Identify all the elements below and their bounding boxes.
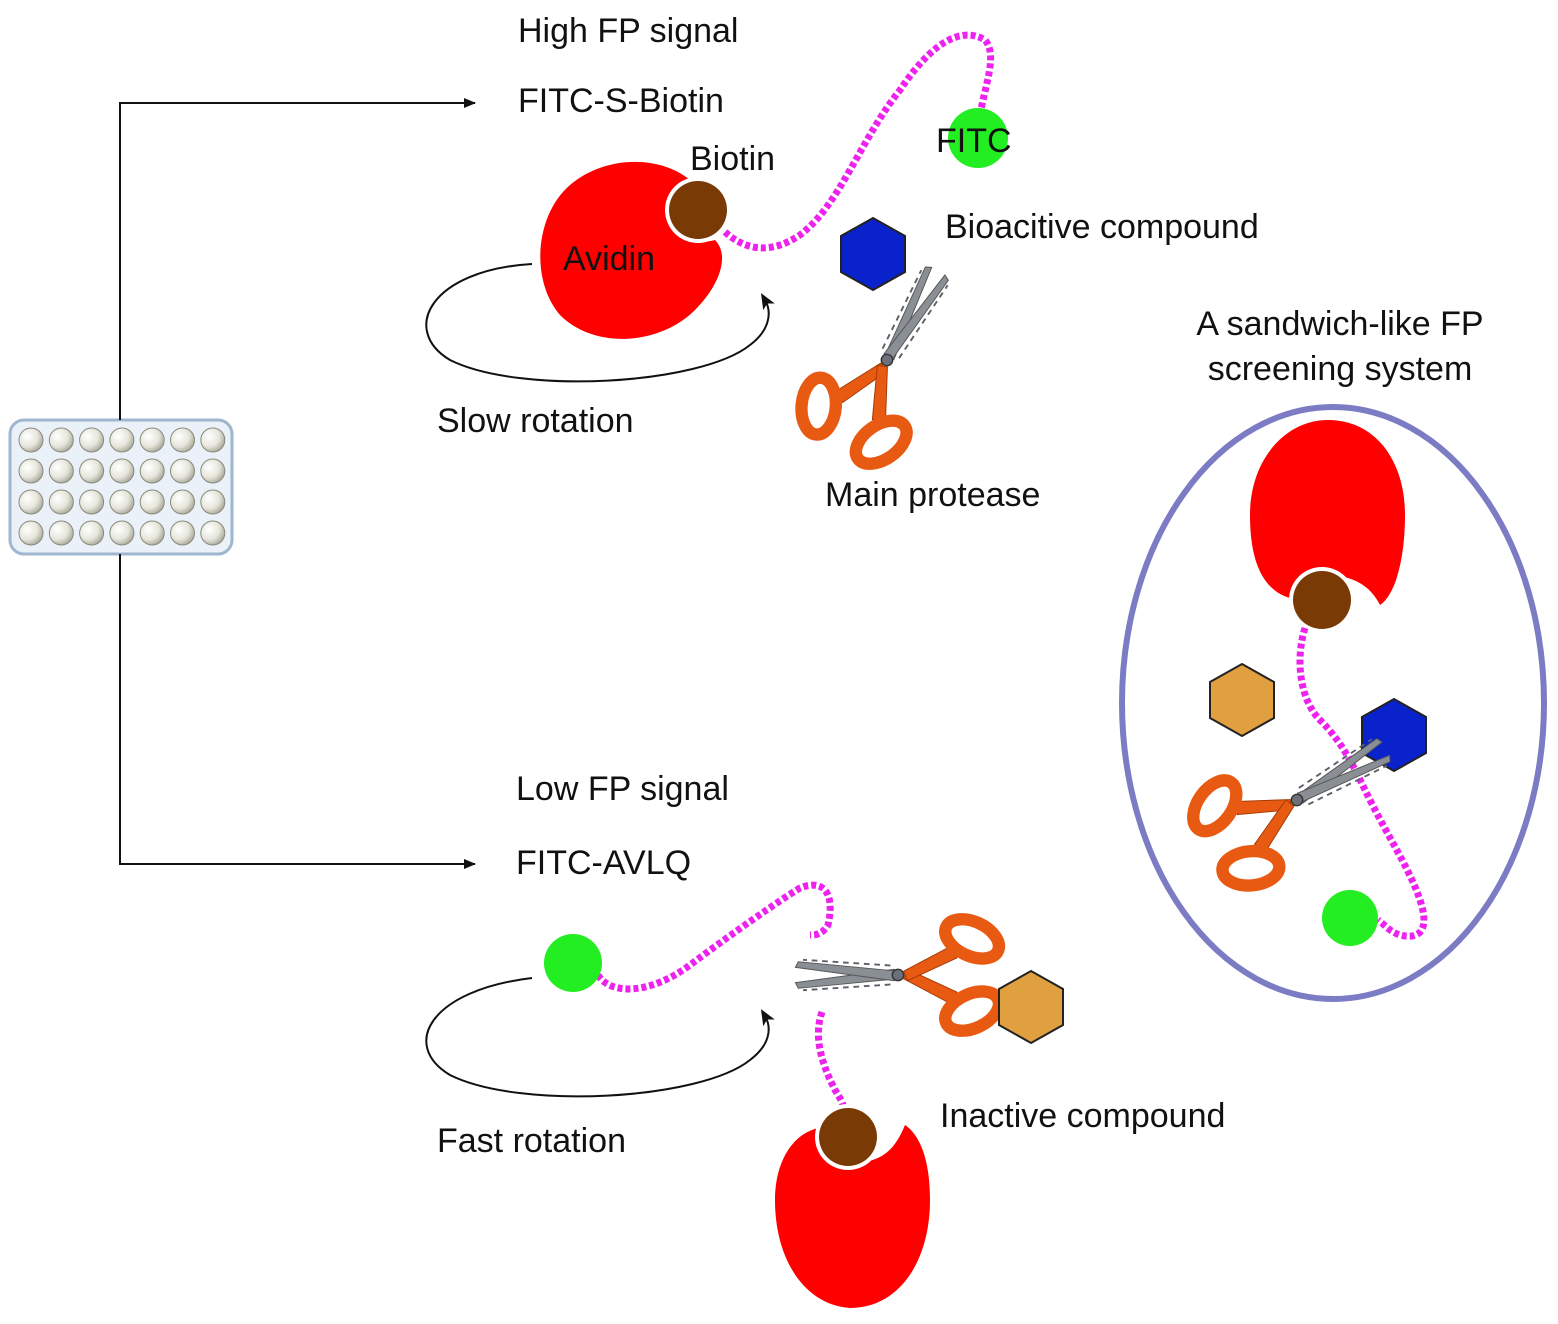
plate-well bbox=[139, 458, 165, 484]
plate-well bbox=[109, 520, 135, 546]
main-protease-scissors-top bbox=[795, 266, 949, 470]
plate-well bbox=[79, 458, 105, 484]
plate-well bbox=[109, 489, 135, 515]
fitc-fluorophore-bottom bbox=[544, 934, 602, 992]
plate-well bbox=[170, 520, 195, 546]
branch-arrow-top bbox=[119, 98, 476, 420]
avidin-protein-top bbox=[540, 161, 723, 339]
top-signal-label: High FP signal bbox=[518, 12, 739, 50]
plate-well bbox=[200, 489, 226, 515]
fitc-fluorophore-top bbox=[948, 108, 1008, 168]
top-probe-label: FITC-S-Biotin bbox=[518, 82, 724, 120]
bottom-probe-label: FITC-AVLQ bbox=[516, 844, 691, 882]
plate-well bbox=[109, 458, 135, 484]
inactive-label: Inactive compound bbox=[940, 1097, 1225, 1135]
plate-well bbox=[170, 427, 195, 453]
well-plate-icon bbox=[8, 418, 234, 556]
main-protease-label: Main protease bbox=[825, 476, 1040, 514]
biotin-label: Biotin bbox=[690, 140, 775, 178]
plate-well bbox=[200, 427, 226, 453]
plate-well bbox=[48, 427, 74, 453]
fitc-label: FITC bbox=[936, 122, 1012, 160]
bottom-signal-label: Low FP signal bbox=[516, 770, 729, 808]
plate-well bbox=[48, 520, 74, 546]
plate-well bbox=[139, 489, 165, 515]
fast-rotation-label: Fast rotation bbox=[437, 1122, 626, 1160]
bioactive-compound-icon-right bbox=[1361, 697, 1427, 773]
biotin-molecule-bottom bbox=[819, 1108, 877, 1166]
avidin-protein-right bbox=[1250, 420, 1405, 605]
inactive-compound-icon-bottom bbox=[998, 969, 1064, 1045]
main-protease-scissors-right bbox=[1187, 738, 1391, 892]
avidin-label: Avidin bbox=[563, 240, 655, 278]
main-protease-scissors-bottom bbox=[794, 913, 1006, 1037]
plate-well bbox=[139, 427, 165, 453]
plate-well bbox=[79, 520, 105, 546]
system-title-line2: screening system bbox=[1208, 350, 1473, 388]
plate-well bbox=[109, 427, 135, 453]
plate-well bbox=[18, 520, 44, 546]
plate-well bbox=[170, 489, 195, 515]
plate-well bbox=[48, 458, 74, 484]
plate-well bbox=[18, 427, 44, 453]
plate-well bbox=[79, 489, 105, 515]
bioactive-compound-icon-top bbox=[840, 216, 906, 292]
screening-system-ellipse bbox=[1119, 404, 1547, 1002]
inactive-compound-icon-right bbox=[1209, 662, 1275, 738]
system-title-line1: A sandwich-like FP bbox=[1196, 305, 1483, 343]
fitc-fluorophore-right bbox=[1322, 890, 1378, 946]
plate-well bbox=[48, 489, 74, 515]
linker-bottom-fitc bbox=[595, 881, 834, 993]
biotin-molecule-right bbox=[1293, 571, 1351, 629]
linker-top bbox=[722, 31, 995, 252]
bioactive-label: Bioacitive compound bbox=[945, 208, 1259, 246]
slow-rotation-arrow bbox=[425, 263, 775, 383]
branch-arrow-bottom bbox=[119, 554, 476, 869]
biotin-molecule-top bbox=[669, 181, 727, 239]
plate-well bbox=[200, 520, 226, 546]
avidin-protein-bottom bbox=[775, 1125, 930, 1308]
fast-rotation-arrow bbox=[425, 977, 775, 1098]
plate-well bbox=[170, 458, 195, 484]
linker-bottom-biotin bbox=[815, 1010, 849, 1116]
plate-well bbox=[200, 458, 226, 484]
plate-well bbox=[79, 427, 105, 453]
slow-rotation-label: Slow rotation bbox=[437, 402, 634, 440]
plate-well bbox=[139, 520, 165, 546]
plate-well bbox=[18, 458, 44, 484]
plate-well bbox=[18, 489, 44, 515]
